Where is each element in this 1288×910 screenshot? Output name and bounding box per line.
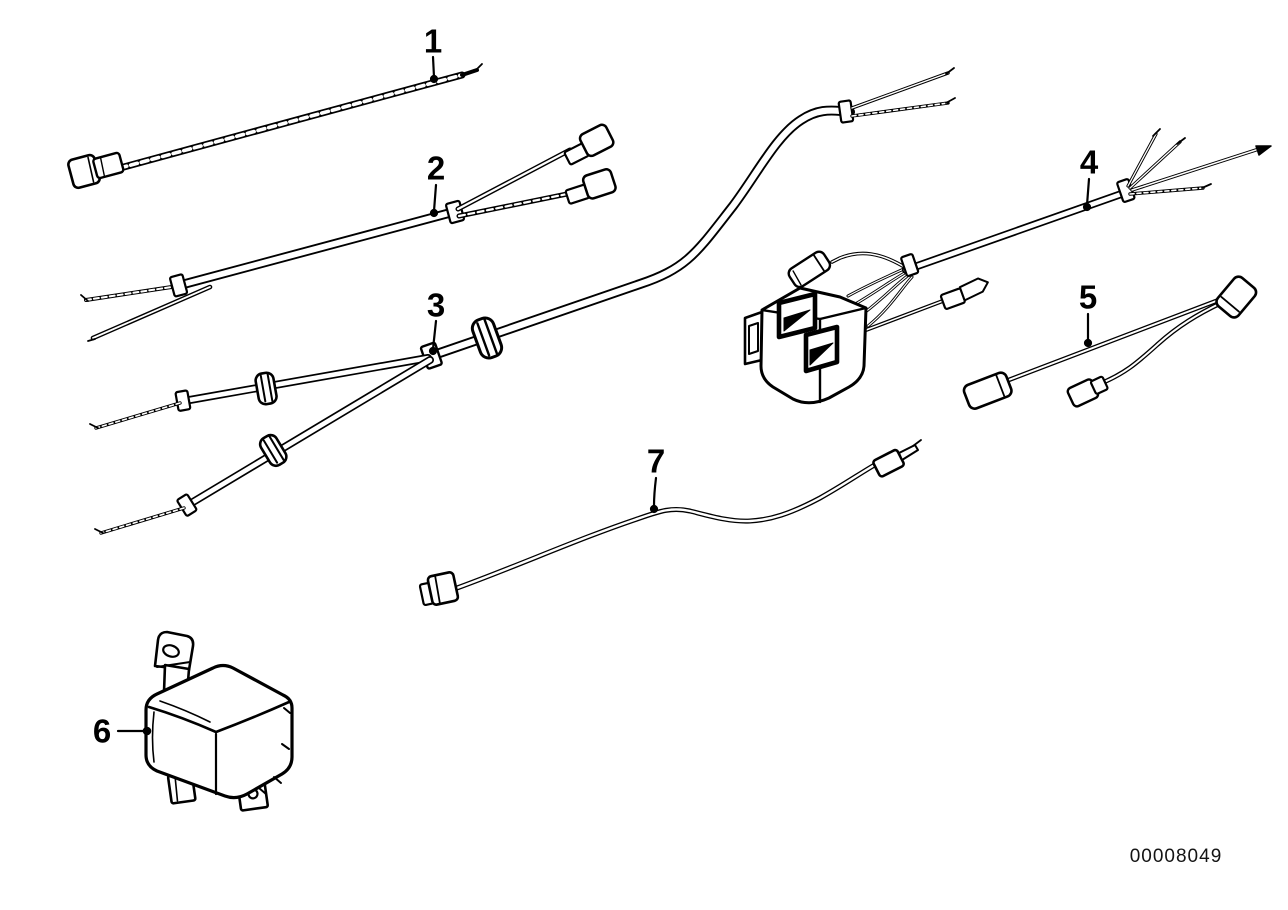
callout-7[interactable]: 7 bbox=[646, 442, 666, 480]
part-4-harness bbox=[743, 128, 1272, 405]
image-number: 00008049 bbox=[1129, 846, 1223, 867]
part-1-cable bbox=[67, 63, 483, 190]
part-6-relay bbox=[144, 630, 294, 812]
callout-4[interactable]: 4 bbox=[1079, 143, 1099, 181]
callout-6[interactable]: 6 bbox=[92, 712, 112, 750]
part-3-harness bbox=[89, 67, 956, 535]
callout-2[interactable]: 2 bbox=[426, 149, 446, 187]
part-5-harness bbox=[962, 275, 1258, 410]
part-4-connector-block bbox=[743, 286, 868, 405]
callout-5[interactable]: 5 bbox=[1078, 278, 1098, 316]
callout-1[interactable]: 1 bbox=[423, 22, 443, 60]
callout-leader-lines bbox=[116, 55, 1093, 736]
part-2-harness bbox=[80, 123, 617, 342]
callout-3[interactable]: 3 bbox=[426, 286, 446, 324]
part-7-wire bbox=[418, 439, 922, 607]
